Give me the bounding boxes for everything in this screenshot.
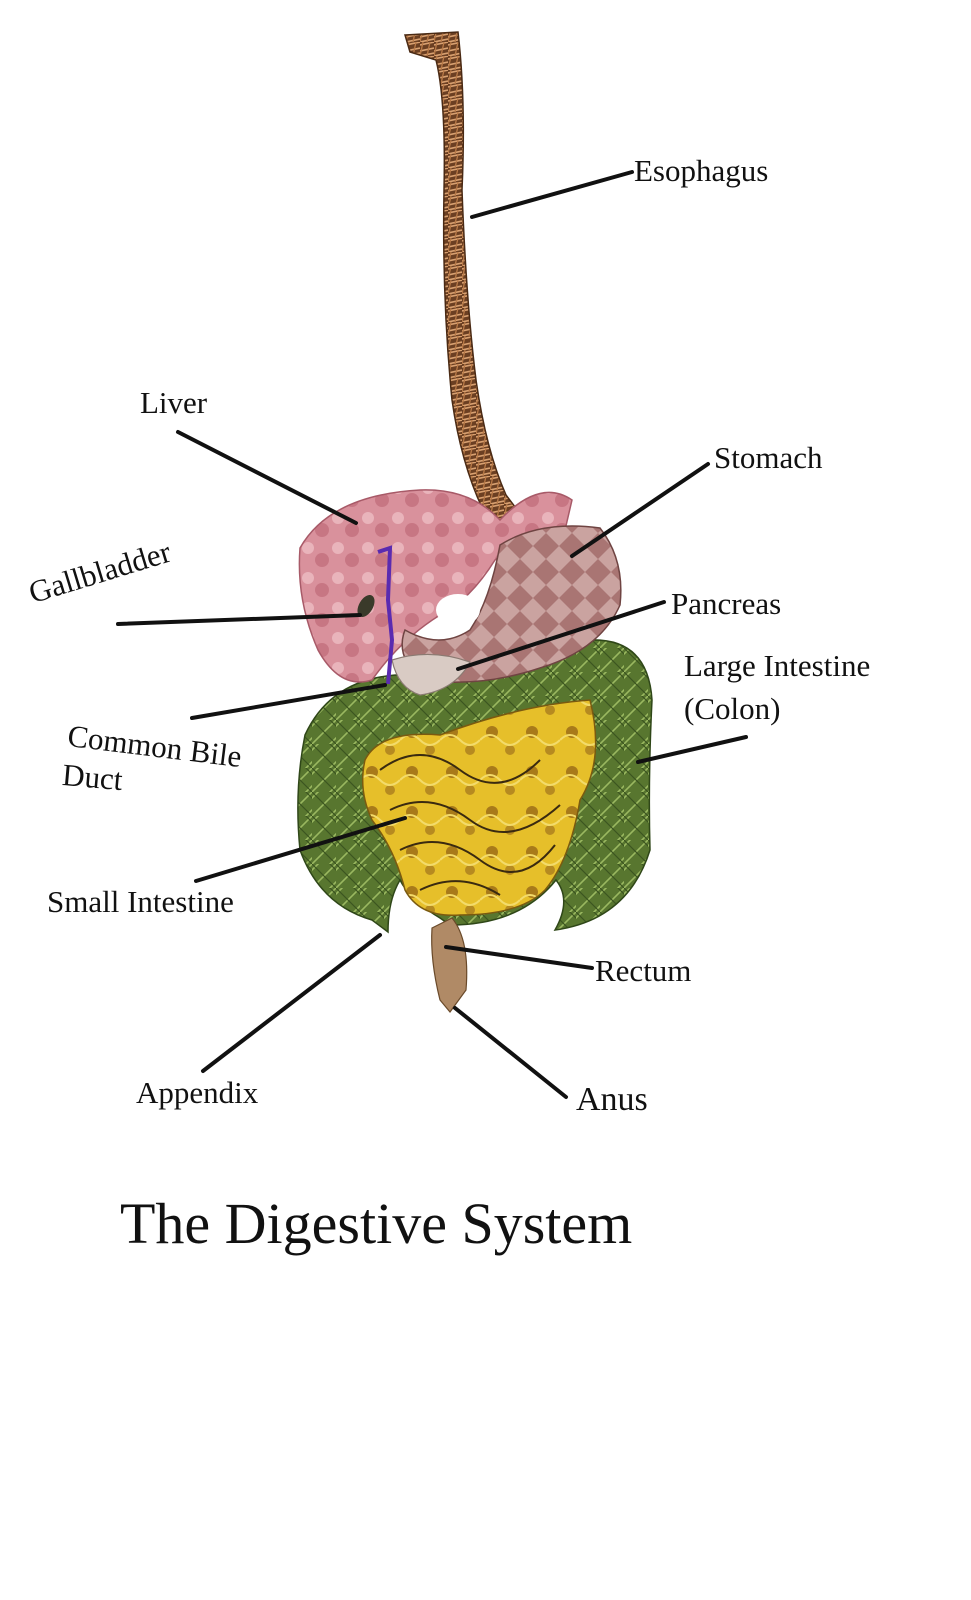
label-large-intestine-line2: (Colon): [684, 691, 781, 726]
common-bile-duct-shape: [377, 545, 395, 685]
gallbladder-shape: [357, 595, 375, 617]
label-appendix: Appendix: [136, 1075, 259, 1110]
leader-common-bile-duct: [190, 683, 387, 720]
leader-gallbladder: [116, 613, 362, 626]
label-liver: Liver: [140, 385, 208, 420]
leader-stomach: [570, 462, 710, 558]
leader-esophagus: [470, 170, 634, 219]
pancreas-shape: [391, 653, 471, 696]
rectum-shape: [431, 917, 468, 1013]
stomach-shape: [401, 525, 622, 683]
label-esophagus: Esophagus: [634, 153, 769, 188]
leader-rectum: [444, 945, 594, 970]
leader-appendix: [201, 933, 382, 1073]
leader-large-intestine: [636, 735, 748, 764]
small-intestine-coils: [379, 754, 561, 896]
stomach-opening: [436, 594, 480, 626]
leader-small-intestine: [194, 816, 407, 883]
label-stomach: Stomach: [714, 440, 823, 475]
leader-anus: [453, 1006, 568, 1099]
label-rectum: Rectum: [595, 953, 692, 988]
leader-lines: [116, 170, 748, 1099]
leader-pancreas: [456, 600, 666, 671]
label-common-bile-duct-line2: Duct: [60, 757, 125, 798]
label-pancreas: Pancreas: [671, 586, 782, 621]
diagram-title: The Digestive System: [120, 1191, 633, 1256]
leader-liver: [176, 430, 358, 525]
esophagus-shape: [404, 31, 535, 548]
label-anus: Anus: [576, 1081, 648, 1118]
label-large-intestine-line1: Large Intestine: [684, 648, 871, 683]
label-small-intestine: Small Intestine: [47, 884, 234, 919]
